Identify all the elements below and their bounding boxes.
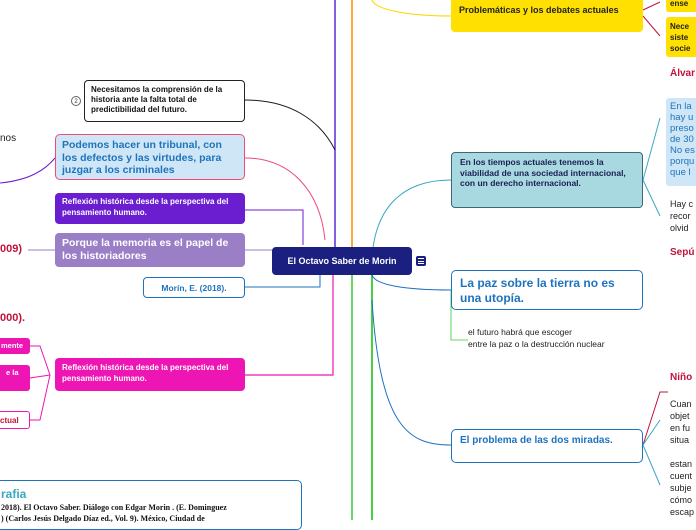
fragment-nece-line-2: siste [670,33,689,42]
fragment-nos: nos [0,133,17,144]
fragment-cuan-node: Cuan objet en fu situa [670,398,696,446]
fragment-cuan-line-1: Cuan [670,399,692,409]
fragment-ela-text: e la [6,368,19,377]
tribunal-node[interactable]: Podemos hacer un tribunal, con los defec… [55,134,245,180]
fragment-blue-line-6: porqu [670,156,695,167]
fragment-cuan-line-3: en fu [670,423,691,433]
memoria-node[interactable]: Porque la memoria es el papel de los his… [55,233,245,267]
fragment-esta-line-2: cuent [670,471,693,481]
bibliografia-title: rafia [1,487,27,501]
morin-reference-node[interactable]: Morín, E. (2018). [143,277,245,298]
fragment-mente-node[interactable]: mente [0,338,30,354]
fragment-ctual-node[interactable]: ctual [0,411,30,429]
fragment-hay-node: Hay c recor olvid [670,198,696,234]
fragment-alvar: Álvar [670,68,696,79]
reflexion-historica-node-1[interactable]: Reflexión histórica desde la perspectiva… [55,193,245,224]
fragment-ense-node[interactable]: ense [666,0,696,12]
dos-miradas-text: El problema de las dos miradas. [460,435,613,446]
comprension-count-badge[interactable]: 2 [71,96,81,106]
memoria-text: Porque la memoria es el papel de los his… [62,237,229,262]
paz-utopia-text: La paz sobre la tierra no es una utopía. [460,276,615,305]
fragment-ctual-text: ctual [0,416,19,425]
bibliografia-line-2: ) (Carlos Jesús Delgado Díaz ed., Vol. 9… [1,514,205,523]
fragment-blue-node[interactable]: En la hay u preso de 30 No es porqu que … [666,98,696,186]
paz-sub-line-2: entre la paz o la destrucción nuclear [468,339,605,349]
reflexion-historica-node-2[interactable]: Reflexión histórica desde la perspectiva… [55,358,245,391]
bibliografia-line-1: 2018). El Octavo Saber. Diálogo con Edga… [1,503,227,512]
fragment-ela-node[interactable]: e la [0,365,30,391]
comprension-historia-text: Necesitamos la comprensión de la histori… [91,85,223,114]
fragment-cuan-line-2: objet [670,411,690,421]
fragment-blue-line-1: En la [670,101,692,112]
tiempos-actuales-text: En los tiempos actuales tenemos la viabi… [460,157,626,188]
bibliografia-node[interactable]: rafia 2018). El Octavo Saber. Diálogo co… [0,480,302,530]
fragment-nino: Niño [670,372,693,383]
fragment-esta-line-5: escap [670,507,695,517]
tribunal-text: Podemos hacer un tribunal, con los defec… [62,139,222,176]
fragment-2000: 000). [0,312,26,324]
fragment-esta-line-1: estan [670,459,693,469]
fragment-blue-line-4: de 30 [670,134,694,145]
fragment-blue-line-2: hay u [670,112,694,123]
comprension-historia-node[interactable]: Necesitamos la comprensión de la histori… [84,80,245,122]
fragment-blue-line-5: No es [670,145,695,156]
fragment-sepu: Sepú [670,247,695,258]
morin-reference-text: Morín, E. (2018). [161,282,227,293]
problematicas-node[interactable]: Problemáticas y los debates actuales [451,0,643,32]
fragment-blue-line-7: que l [670,167,691,178]
notes-icon[interactable] [416,256,426,266]
fragment-ense-text: ense [670,0,689,8]
fragment-2009: 009) [0,243,23,255]
comprension-count-badge-label: 2 [74,99,78,105]
fragment-hay-line-2: recor [670,211,691,221]
paz-sub-line-1: el futuro habrá que escoger [468,327,572,337]
fragment-esta-line-4: cómo [670,495,693,505]
problematicas-text: Problemáticas y los debates actuales [459,5,619,15]
fragment-cuan-line-4: situa [670,435,690,445]
fragment-esta-node: estan cuent subje cómo escap [670,458,696,518]
fragment-hay-line-3: olvid [670,223,689,233]
fragment-nece-line-3: socie [670,44,691,53]
paz-utopia-node[interactable]: La paz sobre la tierra no es una utopía. [451,270,643,310]
dos-miradas-node[interactable]: El problema de las dos miradas. [451,429,643,463]
reflexion-historica-text-2: Reflexión histórica desde la perspectiva… [62,363,229,383]
central-topic-label: El Octavo Saber de Morin [287,256,397,266]
fragment-hay-line-1: Hay c [670,199,694,209]
fragment-blue-line-3: preso [670,123,694,134]
tiempos-actuales-node[interactable]: En los tiempos actuales tenemos la viabi… [451,152,643,208]
fragment-nece-line-1: Nece [670,22,690,31]
fragment-nece-node[interactable]: Nece siste socie [666,17,696,57]
fragment-mente-text: mente [1,341,24,350]
reflexion-historica-text-1: Reflexión histórica desde la perspectiva… [62,197,229,217]
central-topic[interactable]: El Octavo Saber de Morin [272,247,412,275]
fragment-esta-line-3: subje [670,483,692,493]
